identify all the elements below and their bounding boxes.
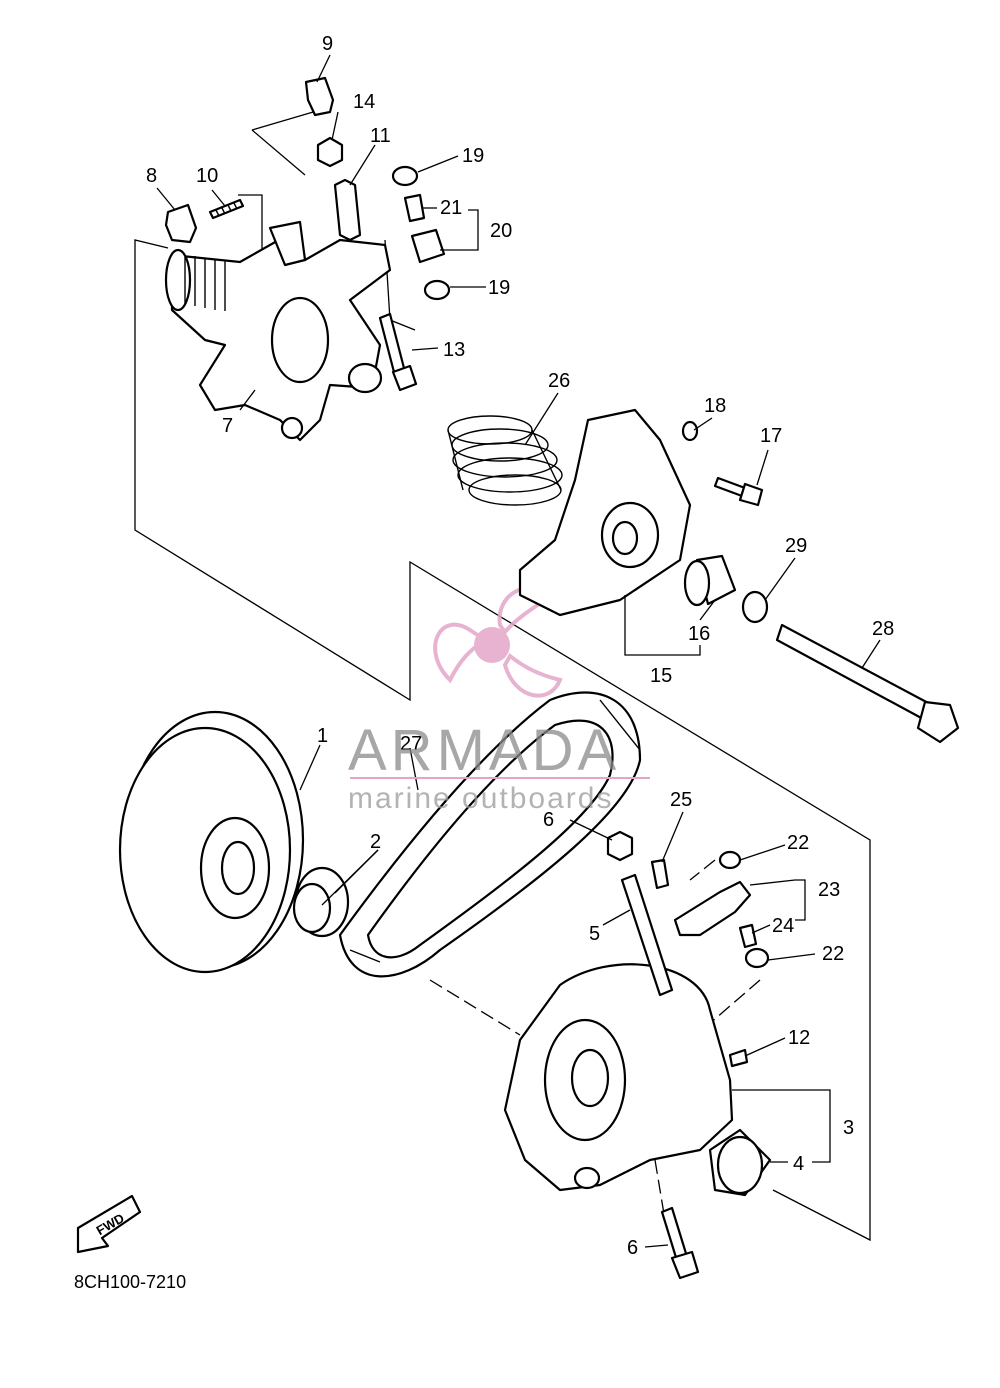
part-23-arm xyxy=(673,880,752,937)
part-5-shaft xyxy=(620,873,674,997)
watermark-logo xyxy=(433,586,563,698)
label-part-14: 14 xyxy=(353,91,375,113)
part-14-nut xyxy=(316,136,344,168)
label-part-4: 4 xyxy=(793,1153,804,1175)
part-10-pin xyxy=(208,198,245,220)
part-19-washer-top xyxy=(391,165,419,187)
part-26-spring xyxy=(447,415,563,506)
label-part-5: 5 xyxy=(589,923,600,945)
part-21-bushing xyxy=(403,193,426,223)
label-part-21: 21 xyxy=(440,197,462,219)
part-24-pin xyxy=(738,923,758,949)
part-1-fixed-sheave xyxy=(118,710,305,974)
part-8-sheave-assembly xyxy=(164,220,392,442)
part-15-cover xyxy=(518,408,692,617)
watermark-tagline: marine outboards xyxy=(348,782,613,815)
diagram-code: 8CH100-7210 xyxy=(74,1272,186,1292)
label-part-10: 10 xyxy=(196,165,218,187)
part-7-nut xyxy=(606,830,634,862)
part-25-pin xyxy=(650,858,670,890)
part-22-washer-bottom xyxy=(744,947,770,969)
part-9-weight-left xyxy=(164,203,198,244)
part-18-washer xyxy=(681,420,699,442)
label-part-29: 29 xyxy=(785,535,807,557)
label-part-7: 6 xyxy=(543,809,554,831)
label-part-15: 15 xyxy=(650,665,672,687)
part-28-long-bolt xyxy=(775,623,960,744)
label-part-6: 6 xyxy=(627,1237,638,1259)
label-part-24: 24 xyxy=(772,915,794,937)
label-part-17: 17 xyxy=(760,425,782,447)
label-part-13: 13 xyxy=(443,339,465,361)
fwd-arrow-badge: FWD xyxy=(76,1194,142,1254)
label-part-18: 18 xyxy=(704,395,726,417)
part-20-collar xyxy=(410,228,446,264)
label-part-11: 11 xyxy=(370,125,391,147)
part-3-movable-sheave xyxy=(503,963,734,1192)
label-part-22-top: 22 xyxy=(787,832,809,854)
part-12-stud xyxy=(728,1048,749,1068)
part-16-bushing xyxy=(683,554,737,607)
part-6-bolt xyxy=(660,1206,700,1280)
part-9-weight-top xyxy=(304,76,335,117)
part-22-washer-top xyxy=(718,850,742,870)
label-part-8: 7 xyxy=(222,415,233,437)
label-part-1: 1 xyxy=(317,725,328,747)
label-part-27: 27 xyxy=(400,733,422,755)
label-part-20: 20 xyxy=(490,220,512,242)
part-27-belt xyxy=(338,691,642,978)
part-17-bolt xyxy=(713,476,764,507)
part-11-pin xyxy=(333,178,362,242)
part-4-bushing xyxy=(708,1128,772,1197)
label-part-23: 23 xyxy=(818,879,840,901)
part-labels: 9 14 11 8 10 19 21 20 19 13 7 26 18 17 2… xyxy=(146,33,894,1259)
label-part-9-left: 8 xyxy=(146,165,157,187)
label-part-19-bottom: 19 xyxy=(488,277,510,299)
label-part-16: 16 xyxy=(688,623,710,645)
leader-lines xyxy=(156,54,881,1248)
label-part-2: 2 xyxy=(370,831,381,853)
label-part-25: 25 xyxy=(670,789,692,811)
label-part-9-top: 9 xyxy=(322,33,333,55)
label-part-22-bottom: 22 xyxy=(822,943,844,965)
label-part-3: 3 xyxy=(843,1117,854,1139)
watermark-brand: ARMADA xyxy=(348,718,620,783)
part-13-bolt xyxy=(378,312,418,392)
label-part-28: 28 xyxy=(872,618,894,640)
label-part-12: 12 xyxy=(788,1027,810,1049)
part-2-collar xyxy=(292,866,350,938)
part-19-washer-bottom xyxy=(423,279,451,301)
label-part-19-top: 19 xyxy=(462,145,484,167)
part-29-washer xyxy=(741,590,769,624)
label-part-26: 26 xyxy=(548,370,570,392)
